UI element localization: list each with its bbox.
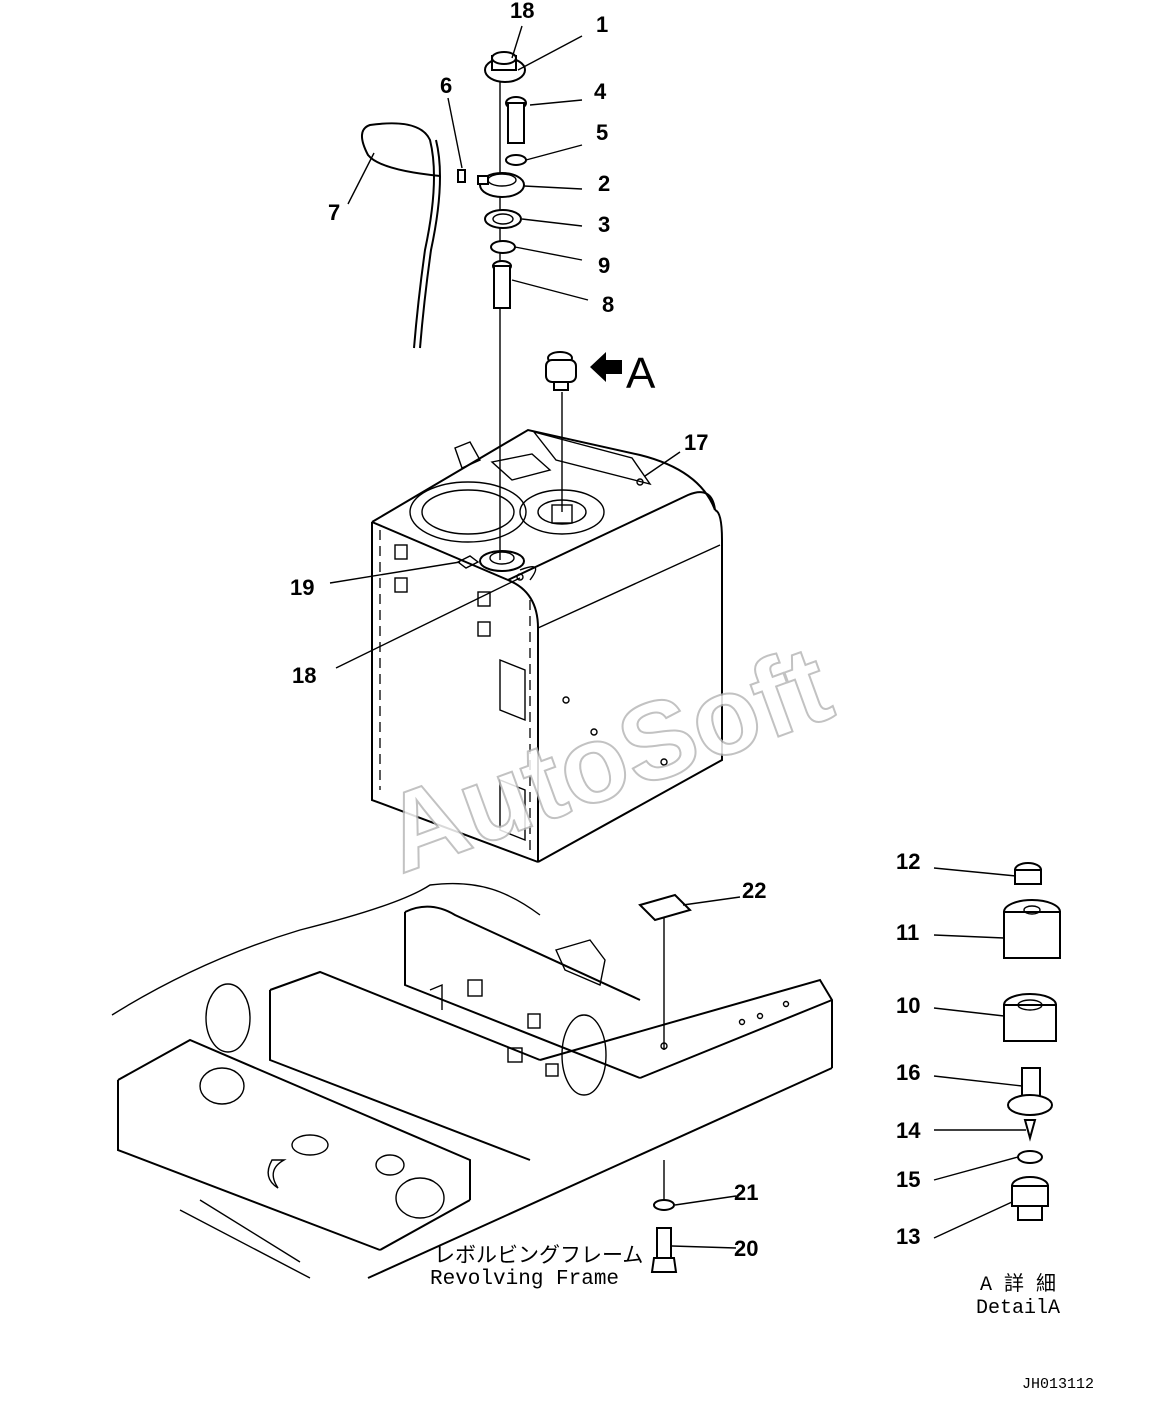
callout-20: 20 bbox=[734, 1236, 758, 1261]
callout-1: 1 bbox=[596, 12, 608, 37]
bolt-part-20 bbox=[650, 1227, 678, 1273]
callout-18-tank: 18 bbox=[292, 663, 316, 688]
revolving-frame bbox=[111, 882, 833, 1279]
callout-21: 21 bbox=[734, 1180, 758, 1205]
drawing-id: JH013112 bbox=[1022, 1376, 1094, 1393]
view-marker: A bbox=[626, 349, 656, 398]
callout-7: 7 bbox=[328, 200, 340, 225]
detail-label-en: DetailA bbox=[976, 1297, 1060, 1320]
callout-6: 6 bbox=[440, 73, 452, 98]
leader-lines bbox=[329, 25, 1026, 1249]
callout-19: 19 bbox=[290, 575, 314, 600]
callout-10: 10 bbox=[896, 993, 920, 1018]
detail-a-parts bbox=[1003, 862, 1061, 1221]
fuel-tank bbox=[371, 428, 723, 863]
callout-17: 17 bbox=[684, 430, 708, 455]
callout-3: 3 bbox=[598, 212, 610, 237]
callout-9: 9 bbox=[598, 253, 610, 278]
frame-label-en: Revolving Frame bbox=[430, 1268, 619, 1291]
watermark: AutoSoft bbox=[367, 622, 845, 896]
callout-15: 15 bbox=[896, 1167, 920, 1192]
washer-part-21 bbox=[653, 1199, 675, 1211]
callout-2: 2 bbox=[598, 171, 610, 196]
callout-14: 14 bbox=[896, 1118, 921, 1143]
callout-12: 12 bbox=[896, 849, 920, 874]
callout-11: 11 bbox=[896, 920, 919, 945]
callout-8: 8 bbox=[602, 292, 614, 317]
callout-5: 5 bbox=[596, 120, 608, 145]
callout-18-top: 18 bbox=[510, 0, 534, 23]
callout-16: 16 bbox=[896, 1060, 920, 1085]
callout-labels: 1 2 3 4 5 6 7 8 9 10 11 12 13 14 15 16 1… bbox=[290, 0, 921, 1261]
frame-label-jp: レボルビングフレーム bbox=[434, 1244, 643, 1269]
callout-22: 22 bbox=[742, 878, 766, 903]
shim-part-22 bbox=[638, 893, 692, 922]
callout-4: 4 bbox=[594, 79, 607, 104]
detail-label-jp: A 詳 細 bbox=[980, 1272, 1056, 1297]
callout-13: 13 bbox=[896, 1224, 920, 1249]
cap-assembly-parts bbox=[361, 51, 665, 1200]
